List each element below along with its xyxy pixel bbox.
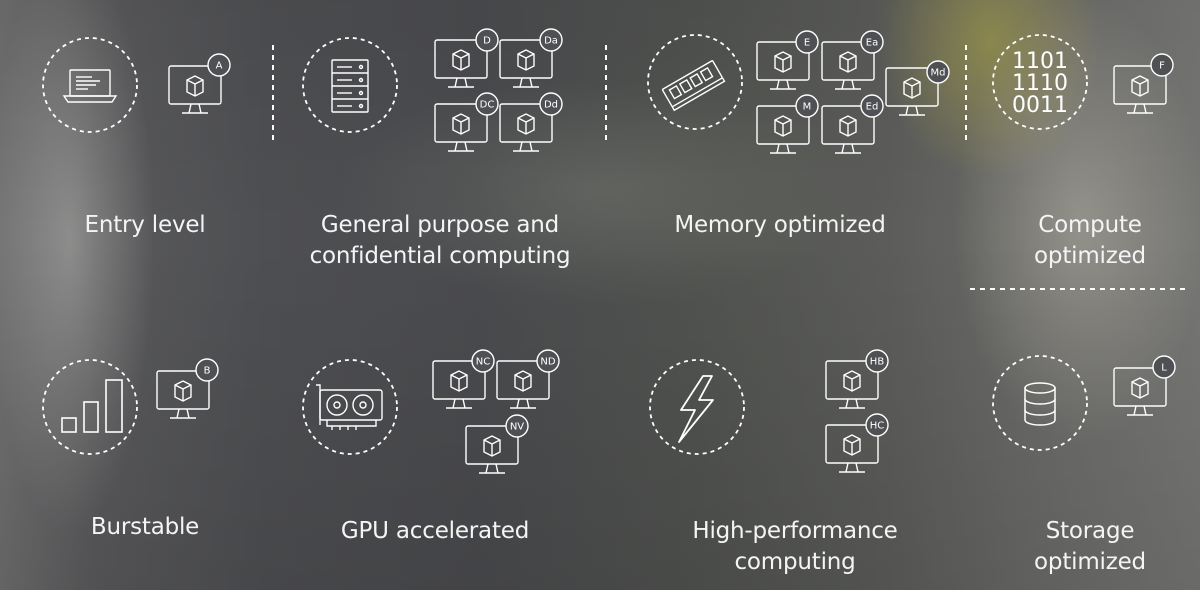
svg-text:DC: DC: [480, 100, 495, 111]
dividers: [272, 45, 1190, 290]
general-purpose-group: [302, 37, 553, 152]
label-storage-optimized: Storage optimized: [1034, 518, 1146, 575]
graphics-card-icon: [316, 384, 383, 430]
svg-text:E: E: [804, 38, 810, 49]
vm-badge-dc: DC: [475, 92, 499, 116]
vm-badge-b: B: [195, 358, 219, 382]
svg-text:NV: NV: [510, 422, 524, 433]
vm-badge-md: Md: [926, 60, 950, 84]
vm-badge-l: L: [1152, 355, 1176, 379]
vm-badge-f: F: [1150, 53, 1174, 77]
vm-badge-ea: Ea: [860, 30, 884, 54]
storage-optimized-group: [992, 355, 1167, 451]
svg-text:A: A: [216, 61, 223, 72]
vm-badge-e: E: [795, 30, 819, 54]
binary-code-icon: 1101 1110 0011: [1012, 49, 1068, 118]
vm-badge-d: D: [475, 28, 499, 52]
lightning-bolt-icon: [678, 375, 714, 443]
memory-module-icon: [661, 60, 726, 112]
vm-badge-ed: Ed: [860, 94, 884, 118]
label-entry-level: Entry level: [84, 212, 206, 238]
svg-text:F: F: [1159, 61, 1165, 72]
svg-text:HC: HC: [870, 421, 885, 432]
svg-text:L: L: [1161, 363, 1167, 374]
vm-badge-a: A: [207, 53, 231, 77]
bar-chart-icon: [61, 379, 123, 433]
compute-optimized-group: 1101 1110 0011: [992, 34, 1167, 130]
label-general-purpose: General purpose and confidential computi…: [309, 212, 571, 269]
vm-badge-hb: HB: [865, 349, 889, 373]
svg-text:1110: 1110: [1012, 71, 1068, 96]
label-memory-optimized: Memory optimized: [674, 212, 886, 238]
svg-text:0011: 0011: [1012, 93, 1068, 118]
svg-text:Ea: Ea: [866, 38, 878, 49]
vm-badge-da: Da: [539, 28, 563, 52]
vm-badge-nv: NV: [505, 414, 529, 438]
svg-text:Ed: Ed: [866, 102, 879, 113]
svg-text:ND: ND: [540, 357, 555, 368]
label-high-performance-computing: High-performance computing: [692, 518, 898, 575]
vm-badge-hc: HC: [865, 413, 889, 437]
svg-text:1101: 1101: [1012, 49, 1068, 74]
vm-badge-dd: Dd: [539, 92, 563, 116]
hpc-group: [649, 359, 879, 473]
burstable-group: [42, 359, 210, 455]
gpu-accelerated-group: [302, 359, 550, 474]
vm-badge-m: M: [795, 94, 819, 118]
label-gpu-accelerated: GPU accelerated: [340, 518, 530, 544]
label-burstable: Burstable: [90, 514, 200, 540]
svg-text:Dd: Dd: [544, 100, 558, 111]
server-rack-icon: [331, 59, 369, 113]
laptop-icon: [62, 69, 118, 103]
svg-text:D: D: [483, 36, 491, 47]
svg-text:NC: NC: [476, 357, 490, 368]
svg-text:Da: Da: [544, 36, 558, 47]
svg-text:M: M: [803, 102, 812, 113]
entry-level-group: [42, 37, 222, 133]
svg-text:Md: Md: [931, 68, 946, 79]
label-compute-optimized: Compute optimized: [1034, 212, 1146, 269]
vm-badge-nd: ND: [536, 349, 560, 373]
database-icon: [1024, 382, 1056, 426]
svg-text:B: B: [204, 366, 211, 377]
svg-text:HB: HB: [870, 357, 885, 368]
memory-optimized-group: [647, 34, 939, 154]
vm-badge-nc: NC: [471, 349, 495, 373]
